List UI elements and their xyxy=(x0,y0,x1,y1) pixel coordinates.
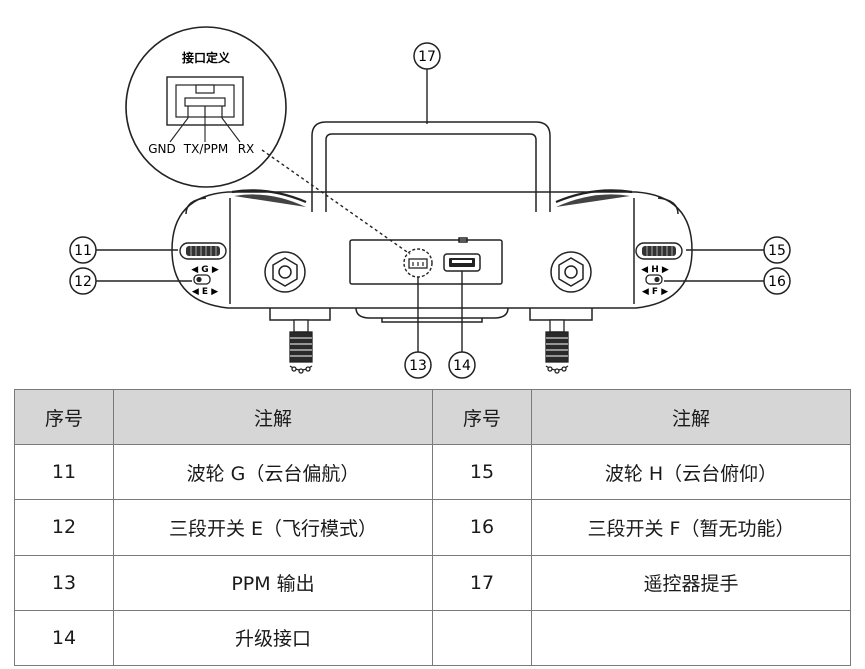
remote-controller-diagram: 接口定义 GND TX/PPM RX xyxy=(69,26,791,379)
row-note-right: 波轮 H（云台俯仰） xyxy=(531,443,851,501)
row-index-right xyxy=(432,609,532,667)
table-row: 12 三段开关 E（飞行模式） 16 三段开关 F（暂无功能） xyxy=(14,499,851,556)
row-index-left: 12 xyxy=(14,499,114,556)
header-index-2: 序号 xyxy=(432,389,532,445)
callout-16: 16 xyxy=(763,267,791,295)
table-row: 11 波轮 G（云台偏航） 15 波轮 H（云台俯仰） xyxy=(14,443,851,501)
switch-e-mark: ◀ E ▶ xyxy=(192,287,218,297)
callout-15: 15 xyxy=(763,236,791,264)
callout-12: 12 xyxy=(69,267,97,295)
right-antenna xyxy=(545,319,569,374)
switch-e xyxy=(193,274,211,285)
pin-gnd-label: GND xyxy=(148,142,176,156)
callout-lines xyxy=(96,69,764,352)
inset-title: 接口定义 xyxy=(182,50,231,65)
inset-leader-line xyxy=(261,149,411,255)
row-note-left: 升级接口 xyxy=(113,609,433,667)
switch-h-mark: ◀ H ▶ xyxy=(641,265,669,275)
callout-11: 11 xyxy=(69,236,97,264)
switch-f xyxy=(645,274,663,285)
table-row: 14 升级接口 xyxy=(14,609,851,667)
connector-icon xyxy=(166,76,244,143)
wheel-h xyxy=(635,242,683,260)
switch-g-mark: ◀ G ▶ xyxy=(191,265,219,275)
usb-port xyxy=(443,253,481,272)
switch-f-mark: ◀ F ▶ xyxy=(642,287,668,297)
row-note-right: 遥控器提手 xyxy=(531,554,851,611)
svg-text:16: 16 xyxy=(768,274,786,290)
svg-text:11: 11 xyxy=(74,243,92,259)
left-antenna xyxy=(289,319,313,374)
header-note-2: 注解 xyxy=(531,389,851,445)
ppm-port xyxy=(403,248,433,278)
row-note-left: 波轮 G（云台偏航） xyxy=(113,443,433,501)
pin-tx-ppm-label: TX/PPM xyxy=(183,142,228,156)
pin-rx-label: RX xyxy=(238,142,255,156)
callout-17: 17 xyxy=(413,42,441,70)
callout-14: 14 xyxy=(448,351,476,379)
row-note-left: PPM 输出 xyxy=(113,554,433,611)
component-table: 序号 注解 序号 注解 11 波轮 G（云台偏航） 15 波轮 H（云台俯仰） … xyxy=(14,389,851,667)
svg-text:13: 13 xyxy=(409,358,427,374)
row-note-right xyxy=(531,609,851,667)
controller-body xyxy=(171,121,693,323)
svg-text:15: 15 xyxy=(768,243,786,259)
svg-text:17: 17 xyxy=(418,49,436,65)
row-index-right: 16 xyxy=(432,499,532,556)
svg-text:12: 12 xyxy=(74,274,92,290)
interface-inset: 接口定义 GND TX/PPM RX xyxy=(125,26,287,188)
svg-text:14: 14 xyxy=(453,358,471,374)
right-stick xyxy=(550,251,592,293)
header-index-1: 序号 xyxy=(14,389,114,445)
header-note-1: 注解 xyxy=(113,389,433,445)
row-index-left: 14 xyxy=(14,609,114,667)
row-index-left: 11 xyxy=(14,443,114,501)
callout-13: 13 xyxy=(404,351,432,379)
wheel-g xyxy=(179,242,227,260)
left-stick xyxy=(264,251,306,293)
row-index-right: 15 xyxy=(432,443,532,501)
table-header-row: 序号 注解 序号 注解 xyxy=(14,389,851,445)
table-row: 13 PPM 输出 17 遥控器提手 xyxy=(14,554,851,611)
center-panel xyxy=(349,239,503,285)
row-index-left: 13 xyxy=(14,554,114,611)
row-note-left: 三段开关 E（飞行模式） xyxy=(113,499,433,556)
row-note-right: 三段开关 F（暂无功能） xyxy=(531,499,851,556)
row-index-right: 17 xyxy=(432,554,532,611)
handle xyxy=(311,121,551,212)
